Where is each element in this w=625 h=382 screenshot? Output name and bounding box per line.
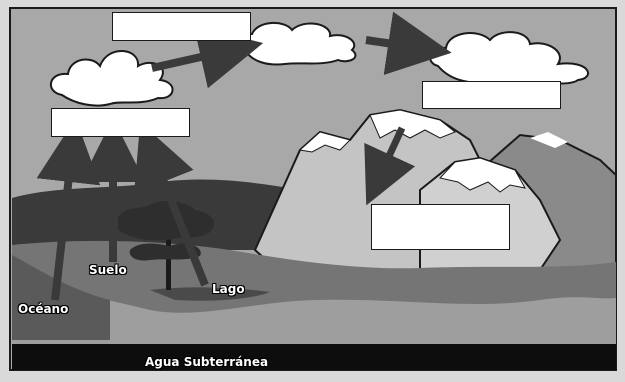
label-groundwater: Agua Subterránea xyxy=(145,355,269,369)
answer-box-top-right[interactable] xyxy=(422,81,561,109)
arrow-ocean-evaporation xyxy=(36,118,101,301)
snow-cap-left xyxy=(298,131,351,153)
lake-area xyxy=(150,287,270,301)
ground-front xyxy=(12,280,616,350)
label-ocean: Océano xyxy=(18,302,69,316)
answer-box-left[interactable] xyxy=(51,108,190,137)
arrow-cloud-to-cloud-2 xyxy=(365,11,452,75)
arrow-lake-evaporation xyxy=(134,122,209,287)
tree xyxy=(118,200,215,290)
snow-cap-center xyxy=(369,109,456,139)
arrow-cloud-to-cloud-1 xyxy=(151,25,264,89)
snow-cap-back xyxy=(530,132,568,148)
groundwater-band xyxy=(12,344,616,370)
ocean-area xyxy=(12,255,110,340)
answer-box-mountain[interactable] xyxy=(371,204,510,250)
arrow-snowmelt xyxy=(364,126,416,206)
label-soil: Suelo xyxy=(89,263,127,277)
snow-cap-front xyxy=(439,157,526,193)
answer-box-top-center[interactable] xyxy=(112,12,251,41)
label-lake: Lago xyxy=(212,282,245,296)
